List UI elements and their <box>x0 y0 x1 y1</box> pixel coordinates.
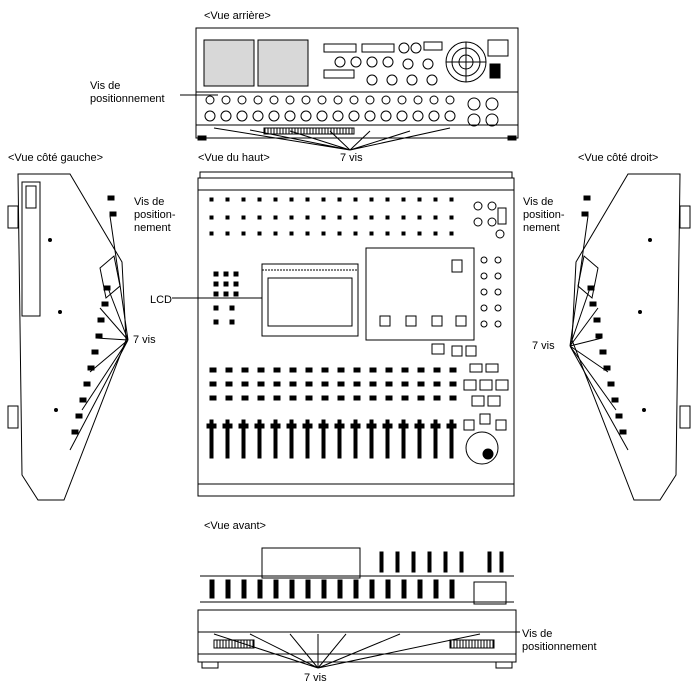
rear-connector-row <box>204 95 499 127</box>
rear-positioning-screw-label: Vis de positionnement <box>90 80 165 105</box>
rear-seven-screws-label: 7 vis <box>340 152 363 164</box>
front-seven-screws-label: 7 vis <box>304 672 327 684</box>
left-view-title: <Vue côté gauche> <box>8 152 104 164</box>
rear-view-drawing <box>180 27 519 151</box>
top-button-rows <box>209 367 457 401</box>
top-view-drawing <box>172 171 515 497</box>
top-knob-rows <box>209 197 454 236</box>
right-knob-stack <box>581 195 652 435</box>
top-faders <box>206 419 457 459</box>
top-view-title: <Vue du haut> <box>198 152 270 164</box>
front-view-title: <Vue avant> <box>204 520 266 532</box>
right-positioning-screw-label: Vis de position- nement <box>523 196 565 234</box>
left-seven-screws-label: 7 vis <box>133 334 156 346</box>
left-view-drawing <box>7 173 129 501</box>
top-left-keypad <box>213 271 239 325</box>
top-right-knobs <box>480 256 502 328</box>
left-positioning-screw-label: Vis de position- nement <box>134 196 176 234</box>
front-knob-row <box>209 551 504 599</box>
right-seven-screws-label: 7 vis <box>532 340 555 352</box>
lcd-label: LCD <box>150 294 173 306</box>
right-view-title: <Vue côté droit> <box>578 152 659 164</box>
front-positioning-screw-label: Vis de positionnement <box>522 628 597 653</box>
rear-view-title: <Vue arrière> <box>204 10 271 22</box>
right-view-drawing <box>569 173 691 501</box>
front-view-drawing <box>197 547 520 669</box>
